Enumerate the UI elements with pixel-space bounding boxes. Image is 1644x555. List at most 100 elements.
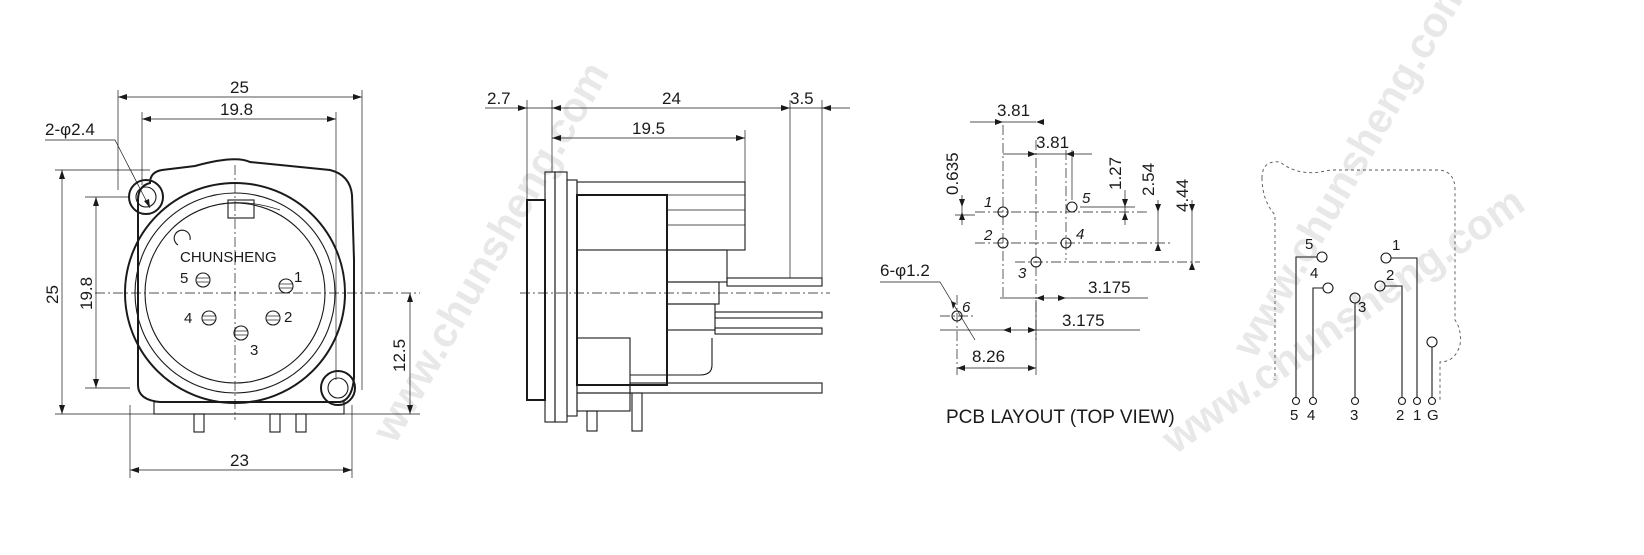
- pin-bottom-label-2: 2: [1396, 407, 1404, 424]
- front-mount-hole-top-inner: [135, 186, 157, 208]
- pcb-dim-holes: 6-φ1.2: [880, 261, 930, 280]
- front-pin-4: [201, 310, 217, 326]
- side-body: [576, 194, 668, 386]
- side-dim-right: 3.5: [790, 89, 814, 108]
- front-base: [153, 401, 345, 415]
- watermark-1: www.chunsheng.com: [362, 53, 618, 450]
- pcb-hole-5: [1066, 201, 1078, 213]
- pin-foot-g: [1427, 396, 1437, 406]
- watermark-group: www.chunsheng.com www.chunsheng.com www.…: [362, 0, 1533, 463]
- front-mount-hole-bottom-inner: [327, 377, 349, 399]
- side-body-top: [576, 181, 746, 251]
- front-pin-label-4: 4: [184, 310, 192, 327]
- dim-arrows: [1122, 199, 1128, 220]
- pin-top-label-4: 4: [1310, 265, 1318, 282]
- front-pin-label-5: 5: [180, 270, 188, 287]
- pin-bottom-label-4: 4: [1307, 407, 1315, 424]
- pcb-hole-label-4: 4: [1076, 226, 1084, 243]
- side-bent-pin: [630, 338, 713, 376]
- front-key-arc: [173, 229, 191, 246]
- pin-bottom-label-3: 3: [1350, 407, 1358, 424]
- pcb-hole-label-3: 3: [1018, 265, 1027, 282]
- front-dim-width-outer: 25: [230, 78, 249, 97]
- pin-head-g: [1426, 336, 1438, 348]
- side-lower-foot: [576, 392, 631, 412]
- pin-lead-4: [1312, 287, 1323, 398]
- pcb-hole-label-1: 1: [984, 194, 992, 211]
- side-leg-1: [586, 410, 598, 432]
- pcb-dim-h: 3.175: [1062, 311, 1105, 330]
- side-pin-top: [726, 277, 823, 287]
- pcb-dim-g: 3.175: [1088, 278, 1131, 297]
- front-pin-3: [233, 325, 249, 341]
- side-leg-2: [631, 392, 643, 432]
- side-pin-mid-1: [714, 311, 823, 319]
- side-flange-2: [544, 171, 556, 423]
- front-pin-label-3: 3: [250, 342, 258, 359]
- front-mount-hole-bottom-outer: [320, 370, 356, 406]
- side-flange-3: [554, 171, 568, 423]
- side-dim-left: 2.7: [487, 89, 511, 108]
- front-brand-text: CHUNSHENG: [180, 249, 277, 266]
- dim-arrows: [1036, 295, 1066, 301]
- pin-top-label-1: 1: [1392, 237, 1400, 254]
- pcb-dim-d: 1.27: [1106, 157, 1125, 190]
- pin-foot-1: [1412, 396, 1422, 406]
- pin-bottom-label-5: 5: [1290, 407, 1298, 424]
- front-pin-5: [195, 272, 211, 288]
- front-dim-height-outer: 25: [43, 285, 62, 304]
- side-rear-block-2: [666, 281, 720, 305]
- front-pin-2: [265, 310, 281, 326]
- pin-foot-5: [1291, 396, 1301, 406]
- dim-arrows: [781, 105, 790, 111]
- pcb-hole-label-2: 2: [983, 227, 993, 244]
- front-dim-hole: 2-φ2.4: [45, 120, 95, 139]
- pcb-dim-i: 8.26: [972, 347, 1005, 366]
- front-hole-leader: [45, 139, 151, 209]
- pin-bottom-label-1: 1: [1413, 407, 1421, 424]
- dim-arrows: [951, 301, 956, 309]
- pin-bottom-label-g: G: [1427, 407, 1439, 424]
- pcb-hole-label-6: 6: [962, 299, 971, 316]
- front-leg-3: [295, 413, 307, 433]
- pcb-dim-b: 3.81: [1036, 133, 1069, 152]
- pin-top-label-3: 3: [1358, 299, 1366, 316]
- dim-arrows: [1003, 327, 1036, 333]
- pcb-title: PCB LAYOUT (TOP VIEW): [946, 407, 1175, 428]
- front-pin-1: [278, 278, 294, 294]
- front-pin-label-2: 2: [284, 309, 292, 326]
- front-flange-outline: [137, 158, 355, 403]
- dim-arrows: [822, 105, 831, 111]
- front-view: CHUNSHENG 1 2 3 4 5: [43, 78, 420, 478]
- pin-lead-2: [1385, 285, 1403, 398]
- dim-arrows: [144, 199, 150, 208]
- pcb-dim-e: 2.54: [1139, 163, 1158, 196]
- front-latch-arc: [199, 202, 281, 211]
- front-dim-height-center: 12.5: [390, 339, 409, 372]
- side-dim-inner: 19.5: [632, 119, 665, 138]
- dim-arrows: [959, 199, 965, 220]
- dim-arrows: [957, 365, 1036, 371]
- pcb-dim-c: 0.635: [943, 152, 962, 195]
- pin-foot-3: [1350, 396, 1360, 406]
- side-rear-block: [666, 249, 728, 283]
- pin-view: 1 2 3 4 5 5 4 3 2 1 G: [1261, 161, 1461, 424]
- front-dim-height-inner: 19.8: [77, 277, 96, 310]
- pin-top-label-2: 2: [1386, 267, 1394, 284]
- pin-foot-2: [1397, 396, 1407, 406]
- side-rear-block-3: [666, 303, 716, 331]
- pin-lead-5: [1295, 256, 1317, 398]
- side-flange: [526, 199, 546, 401]
- pcb-holes-leader: [880, 281, 976, 341]
- side-dim-top: 24: [662, 89, 681, 108]
- pin-top-label-5: 5: [1305, 236, 1313, 253]
- front-leg-1: [193, 413, 205, 433]
- front-leg-2: [269, 413, 281, 433]
- pin-foot-4: [1308, 396, 1318, 406]
- front-dim-width-inner: 19.8: [220, 100, 253, 119]
- pcb-dim-a: 3.81: [997, 101, 1030, 120]
- front-latch: [227, 199, 255, 219]
- pcb-hole-label-5: 5: [1082, 190, 1091, 207]
- pin-lead-1: [1391, 257, 1418, 398]
